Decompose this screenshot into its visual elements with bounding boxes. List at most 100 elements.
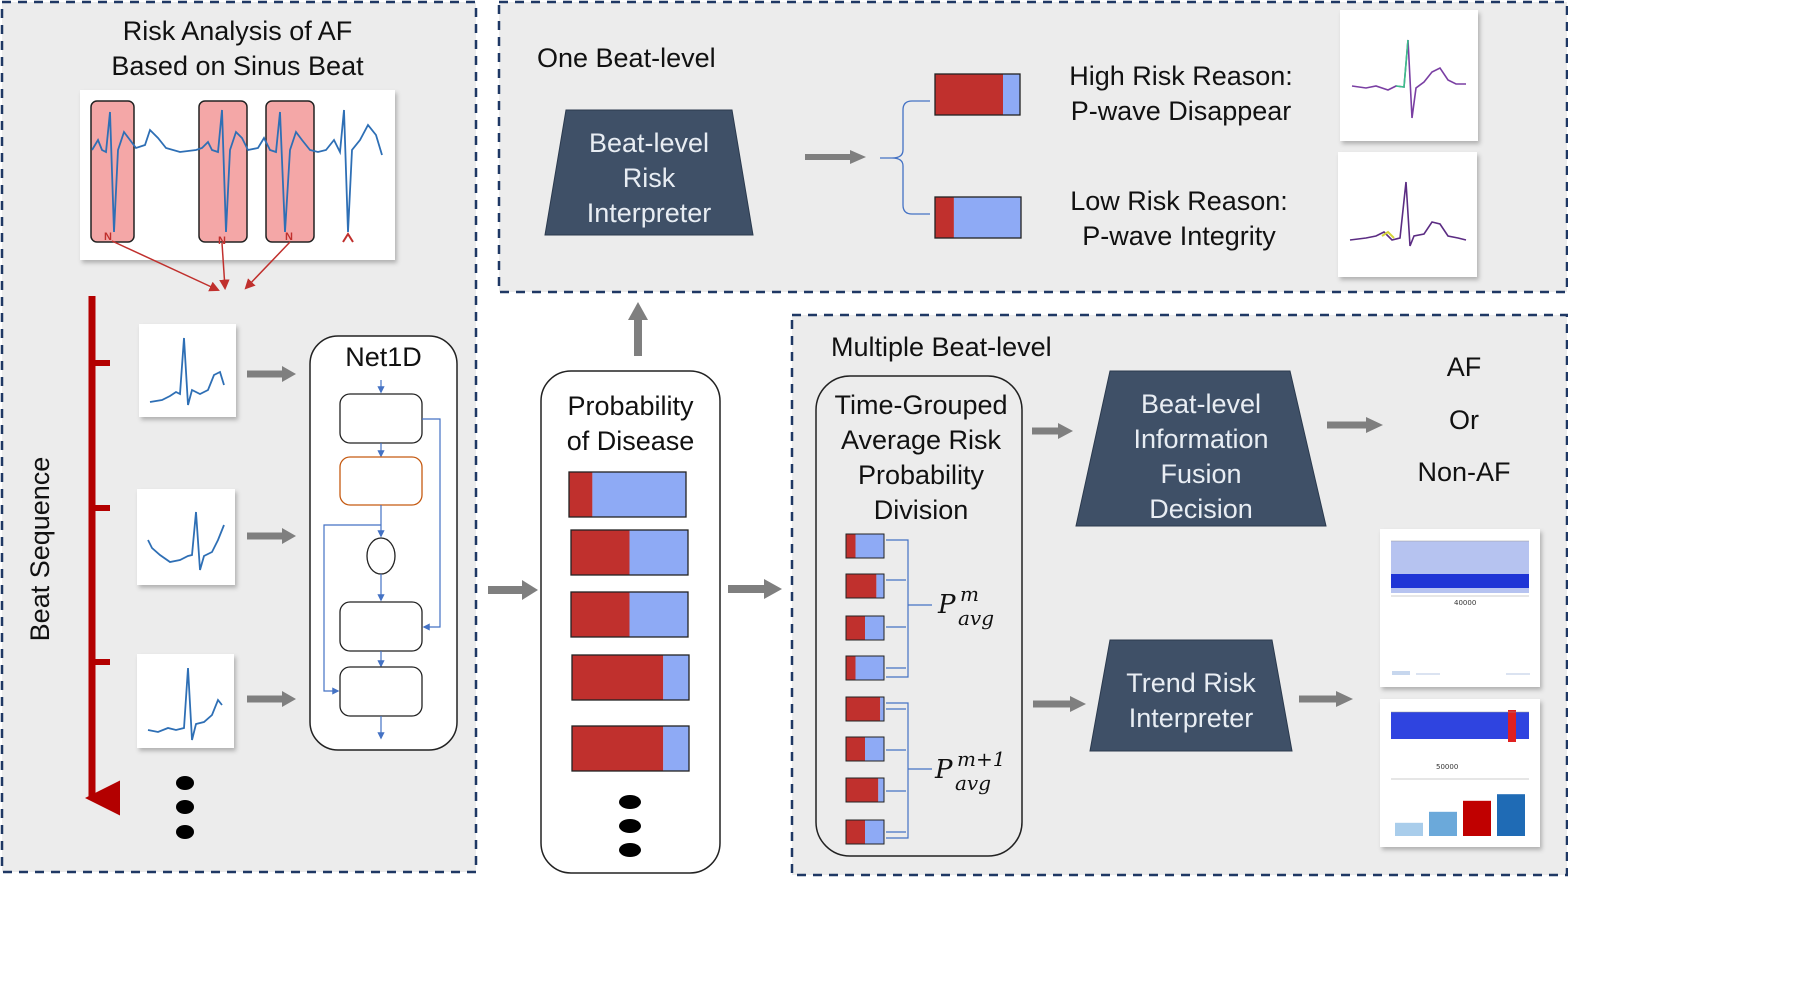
probability-bar [570,529,689,576]
risk-portion [935,197,954,238]
diagram-canvas: N N N [0,0,1568,877]
group-bracket [886,702,932,839]
safe-portion [1003,74,1020,115]
label-line: Beat-level [1140,389,1262,419]
beat-level-interpreter-label: Beat-level Risk Interpreter [545,126,753,231]
continuation-dot [619,843,641,857]
group-risk-bar [845,615,885,641]
risk-portion [571,592,630,637]
bar-outline [845,696,885,722]
bar-outline [845,573,885,599]
reason-line: High Risk Reason: [1069,61,1293,91]
continuation-dot [176,800,194,814]
reason-line: P-wave Integrity [1082,221,1276,251]
label-line: Decision [1149,494,1253,524]
label-line: Interpreter [586,198,712,228]
bar-outline [845,615,885,641]
left-panel-title: Risk Analysis of AF Based on Sinus Beat [80,14,395,84]
title-line: Risk Analysis of AF [122,16,353,46]
gray-arrow [628,302,648,356]
trend-bars [1395,794,1525,836]
output-non-af: Non-AF [1417,457,1511,487]
risk-portion [846,656,856,680]
trend-risk-interpreter [1089,639,1293,752]
beat-marker: N [285,231,293,243]
probability-bars [568,471,690,772]
safe-portion [878,778,884,802]
p-avg-m-label: P m avg [938,582,994,630]
extract-arrow [219,242,230,291]
gray-arrow [1032,423,1073,439]
safe-portion [865,820,884,844]
safe-portion [663,655,689,700]
bar-outline [845,819,885,845]
title-line: Probability [567,391,694,421]
high-risk-bar-mark [934,73,1021,116]
net1d-block [309,335,458,751]
gray-arrow [728,579,782,599]
risk-portion [571,530,630,575]
label-line: Trend Risk [1126,668,1256,698]
safe-portion [629,592,688,637]
one-beat-title: One Beat-level [537,43,716,73]
group-risk-bar [845,533,885,559]
risk-portion [572,655,664,700]
ecg-trace [91,109,383,233]
low-risk-bar [934,196,1022,239]
gray-arrow [1299,691,1353,707]
risk-portion [846,778,879,802]
safe-portion [592,472,686,517]
risk-portion [846,574,877,598]
multi-beat-title: Multiple Beat-level [831,332,1052,362]
probability-bar [571,725,690,772]
gray-arrow [1327,417,1383,433]
extract-arrow [244,241,291,290]
low-risk-bar-mark [934,196,1022,239]
safe-portion [629,530,688,575]
bar-outline [934,196,1022,239]
beat-sequence-label: Beat Sequence [25,456,55,642]
risk-portion [846,697,881,721]
output-af: AF [1446,352,1482,382]
group-risk-bar [845,696,885,722]
probability-bar [570,591,689,638]
group-risk-bar [845,736,885,762]
risk-portion [846,616,865,640]
label-line: Fusion [1160,459,1242,489]
fusion-decision-label: Beat-level Information Fusion Decision [1076,387,1326,527]
continuation-dot [619,795,641,809]
net-layer [339,393,423,444]
extract-arrow [111,240,220,292]
time-grouped-label: Time-Grouped Average Risk Probability Di… [816,388,1026,528]
label-line: Average Risk [840,425,1002,455]
math-sup: m+1 [957,747,1006,771]
bar-outline [845,533,885,559]
reason-line: Low Risk Reason: [1070,186,1288,216]
gray-arrow [805,150,866,164]
group-risk-bar [845,573,885,599]
safe-portion [880,697,884,721]
safe-portion [865,737,884,761]
trend-bar [1497,794,1525,836]
label-line: Information [1133,424,1269,454]
group-bracket [886,539,932,678]
high-risk-bar [934,73,1021,116]
safe-portion [855,656,884,680]
bar-outline [568,471,687,518]
trend-thumbnail [1380,699,1540,847]
bar-outline [845,736,885,762]
label-line: Interpreter [1128,703,1254,733]
group-risk-bar [845,777,885,803]
beat-level-interpreter [544,109,754,236]
figure: N N N [0,0,1568,877]
risk-portion [572,726,664,771]
gray-arrow [247,366,296,382]
risk-portion [569,472,593,517]
safe-portion [663,726,689,771]
safe-portion [865,616,884,640]
group-risk-bar [845,819,885,845]
bar-outline [845,655,885,681]
bar-outline [845,777,885,803]
gray-arrow [247,691,296,707]
thumbnail-tick-label: 50000 [1436,763,1459,771]
